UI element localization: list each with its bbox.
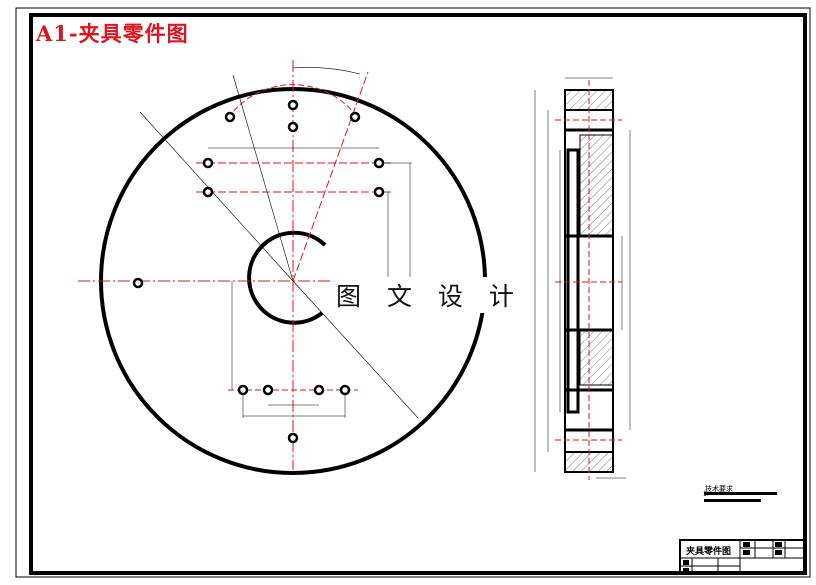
outer-border (15, 7, 811, 578)
hole (313, 384, 325, 396)
inner-border (29, 13, 807, 575)
hole (262, 384, 274, 396)
hole (287, 99, 299, 111)
title-block-part-name: 夹具零件图 (686, 547, 732, 557)
technical-requirement-item: 1. (703, 491, 709, 498)
bolt-circle-arc (227, 84, 359, 119)
hole (132, 277, 144, 289)
hole (224, 111, 236, 123)
hole (287, 121, 299, 133)
front-view (78, 60, 500, 475)
hole (287, 432, 299, 444)
watermark: 图 文 设 计 (332, 277, 527, 313)
drawing-title: A1-夹具零件图 (36, 21, 189, 46)
bolt-holes (132, 99, 385, 444)
center-bore (247, 230, 327, 325)
hole (202, 186, 214, 198)
technical-requirements-heading: 技术要求 (705, 485, 733, 493)
hole (202, 157, 214, 169)
title-block (679, 539, 807, 574)
side-section-view (534, 77, 631, 480)
hole (373, 157, 385, 169)
hole (373, 186, 385, 198)
hole (339, 384, 351, 396)
hole (237, 384, 249, 396)
hole (349, 111, 361, 123)
